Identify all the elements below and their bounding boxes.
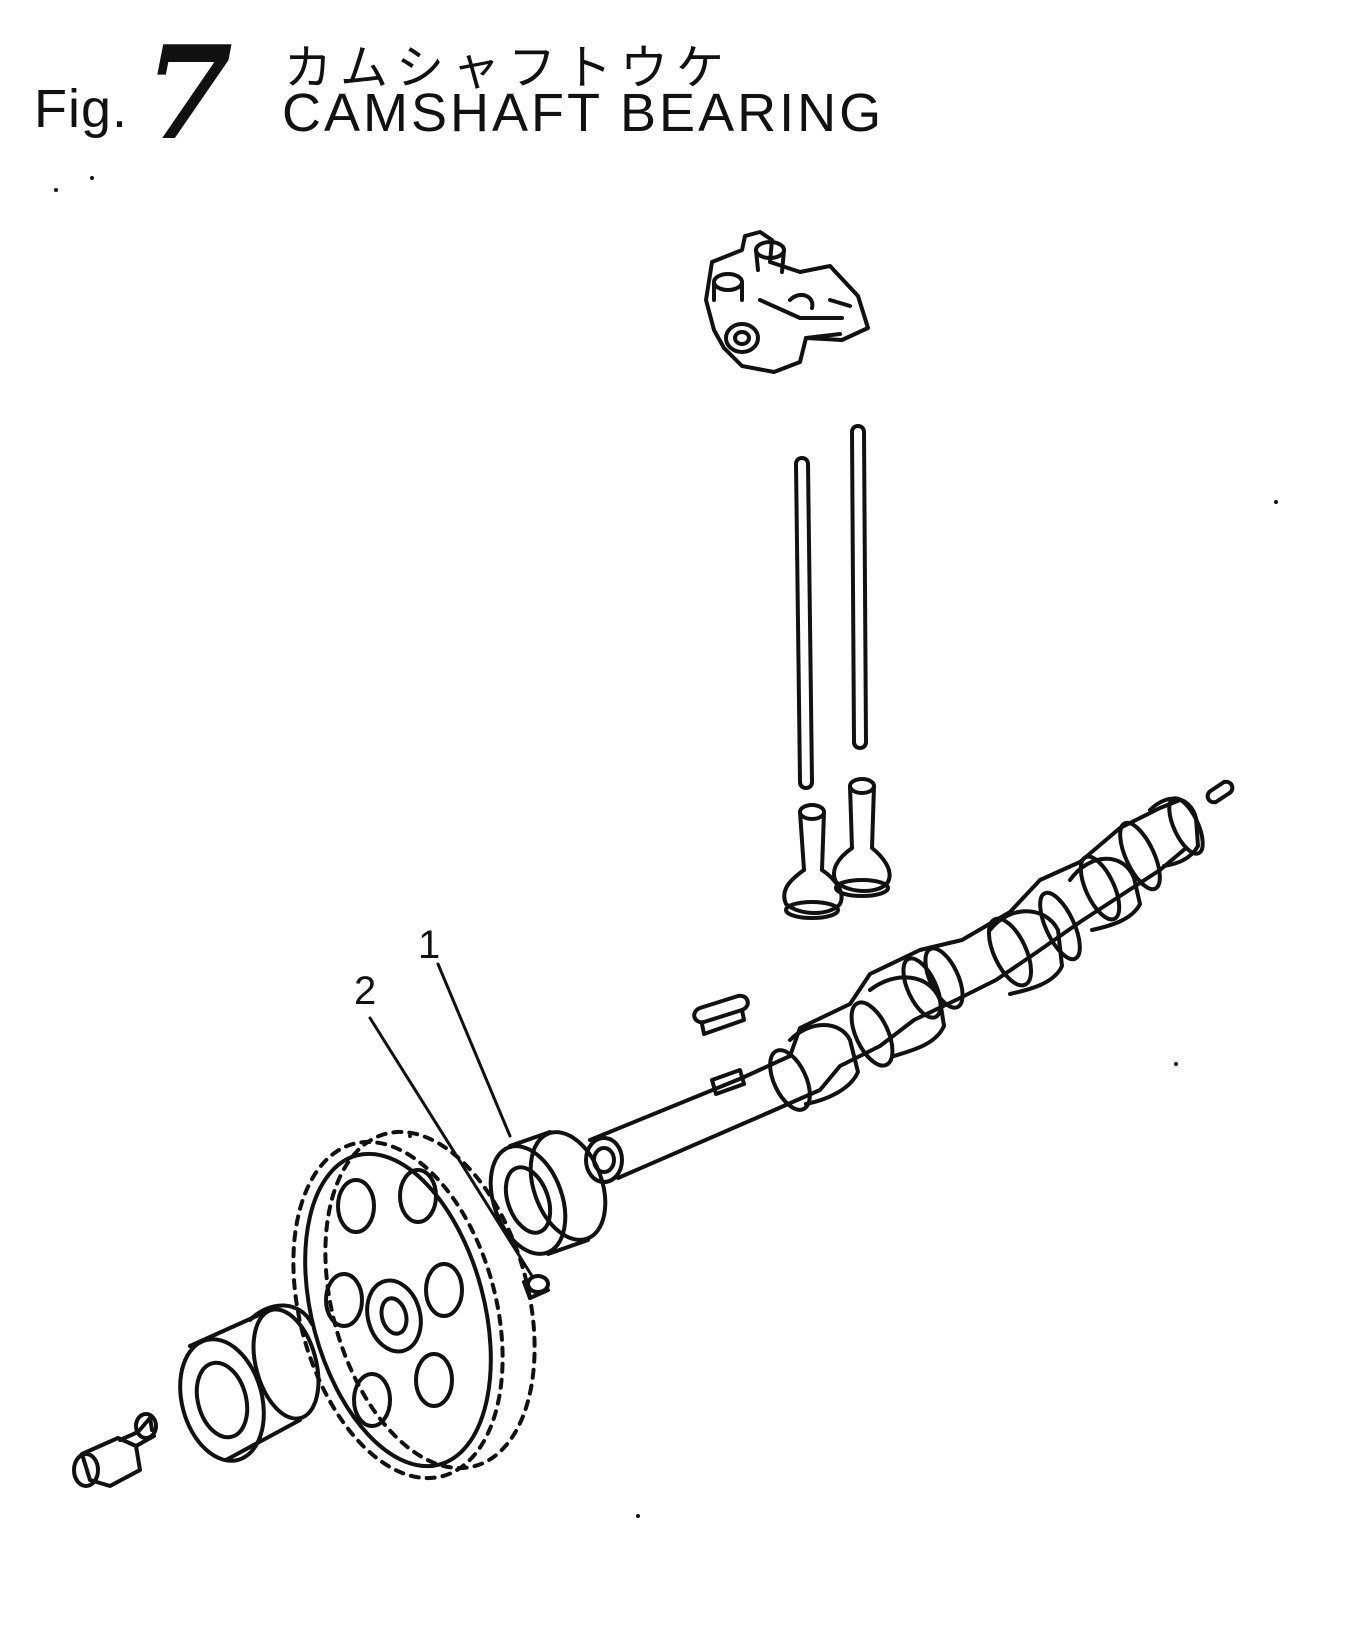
end-fitting-bolt (72, 1412, 158, 1488)
figure-label: Fig. (34, 79, 129, 139)
camshaft (584, 796, 1205, 1184)
camshaft-end-pin (1205, 779, 1235, 805)
callout-1-number: 1 (418, 923, 440, 967)
rocker-arm-assembly (704, 230, 870, 374)
callout-leaders (368, 962, 534, 1278)
callout-2-leader (368, 1016, 534, 1278)
camshaft-gear (291, 1129, 537, 1481)
camshaft-bearing (488, 1130, 608, 1256)
push-rod-right (850, 424, 868, 750)
callout-2-number: 2 (354, 969, 376, 1013)
scan-specks (54, 176, 1278, 1518)
title-english: CAMSHAFT BEARING (282, 83, 885, 143)
figure-number: 7 (144, 19, 234, 169)
push-rod-left (794, 456, 814, 790)
tappet-left (782, 803, 844, 920)
callout-1-leader (436, 962, 512, 1138)
camshaft-spacer (178, 1303, 321, 1463)
title-japanese: カムシャフトウケ (284, 40, 733, 96)
tappet-right (832, 777, 892, 898)
woodruff-key (692, 993, 750, 1036)
